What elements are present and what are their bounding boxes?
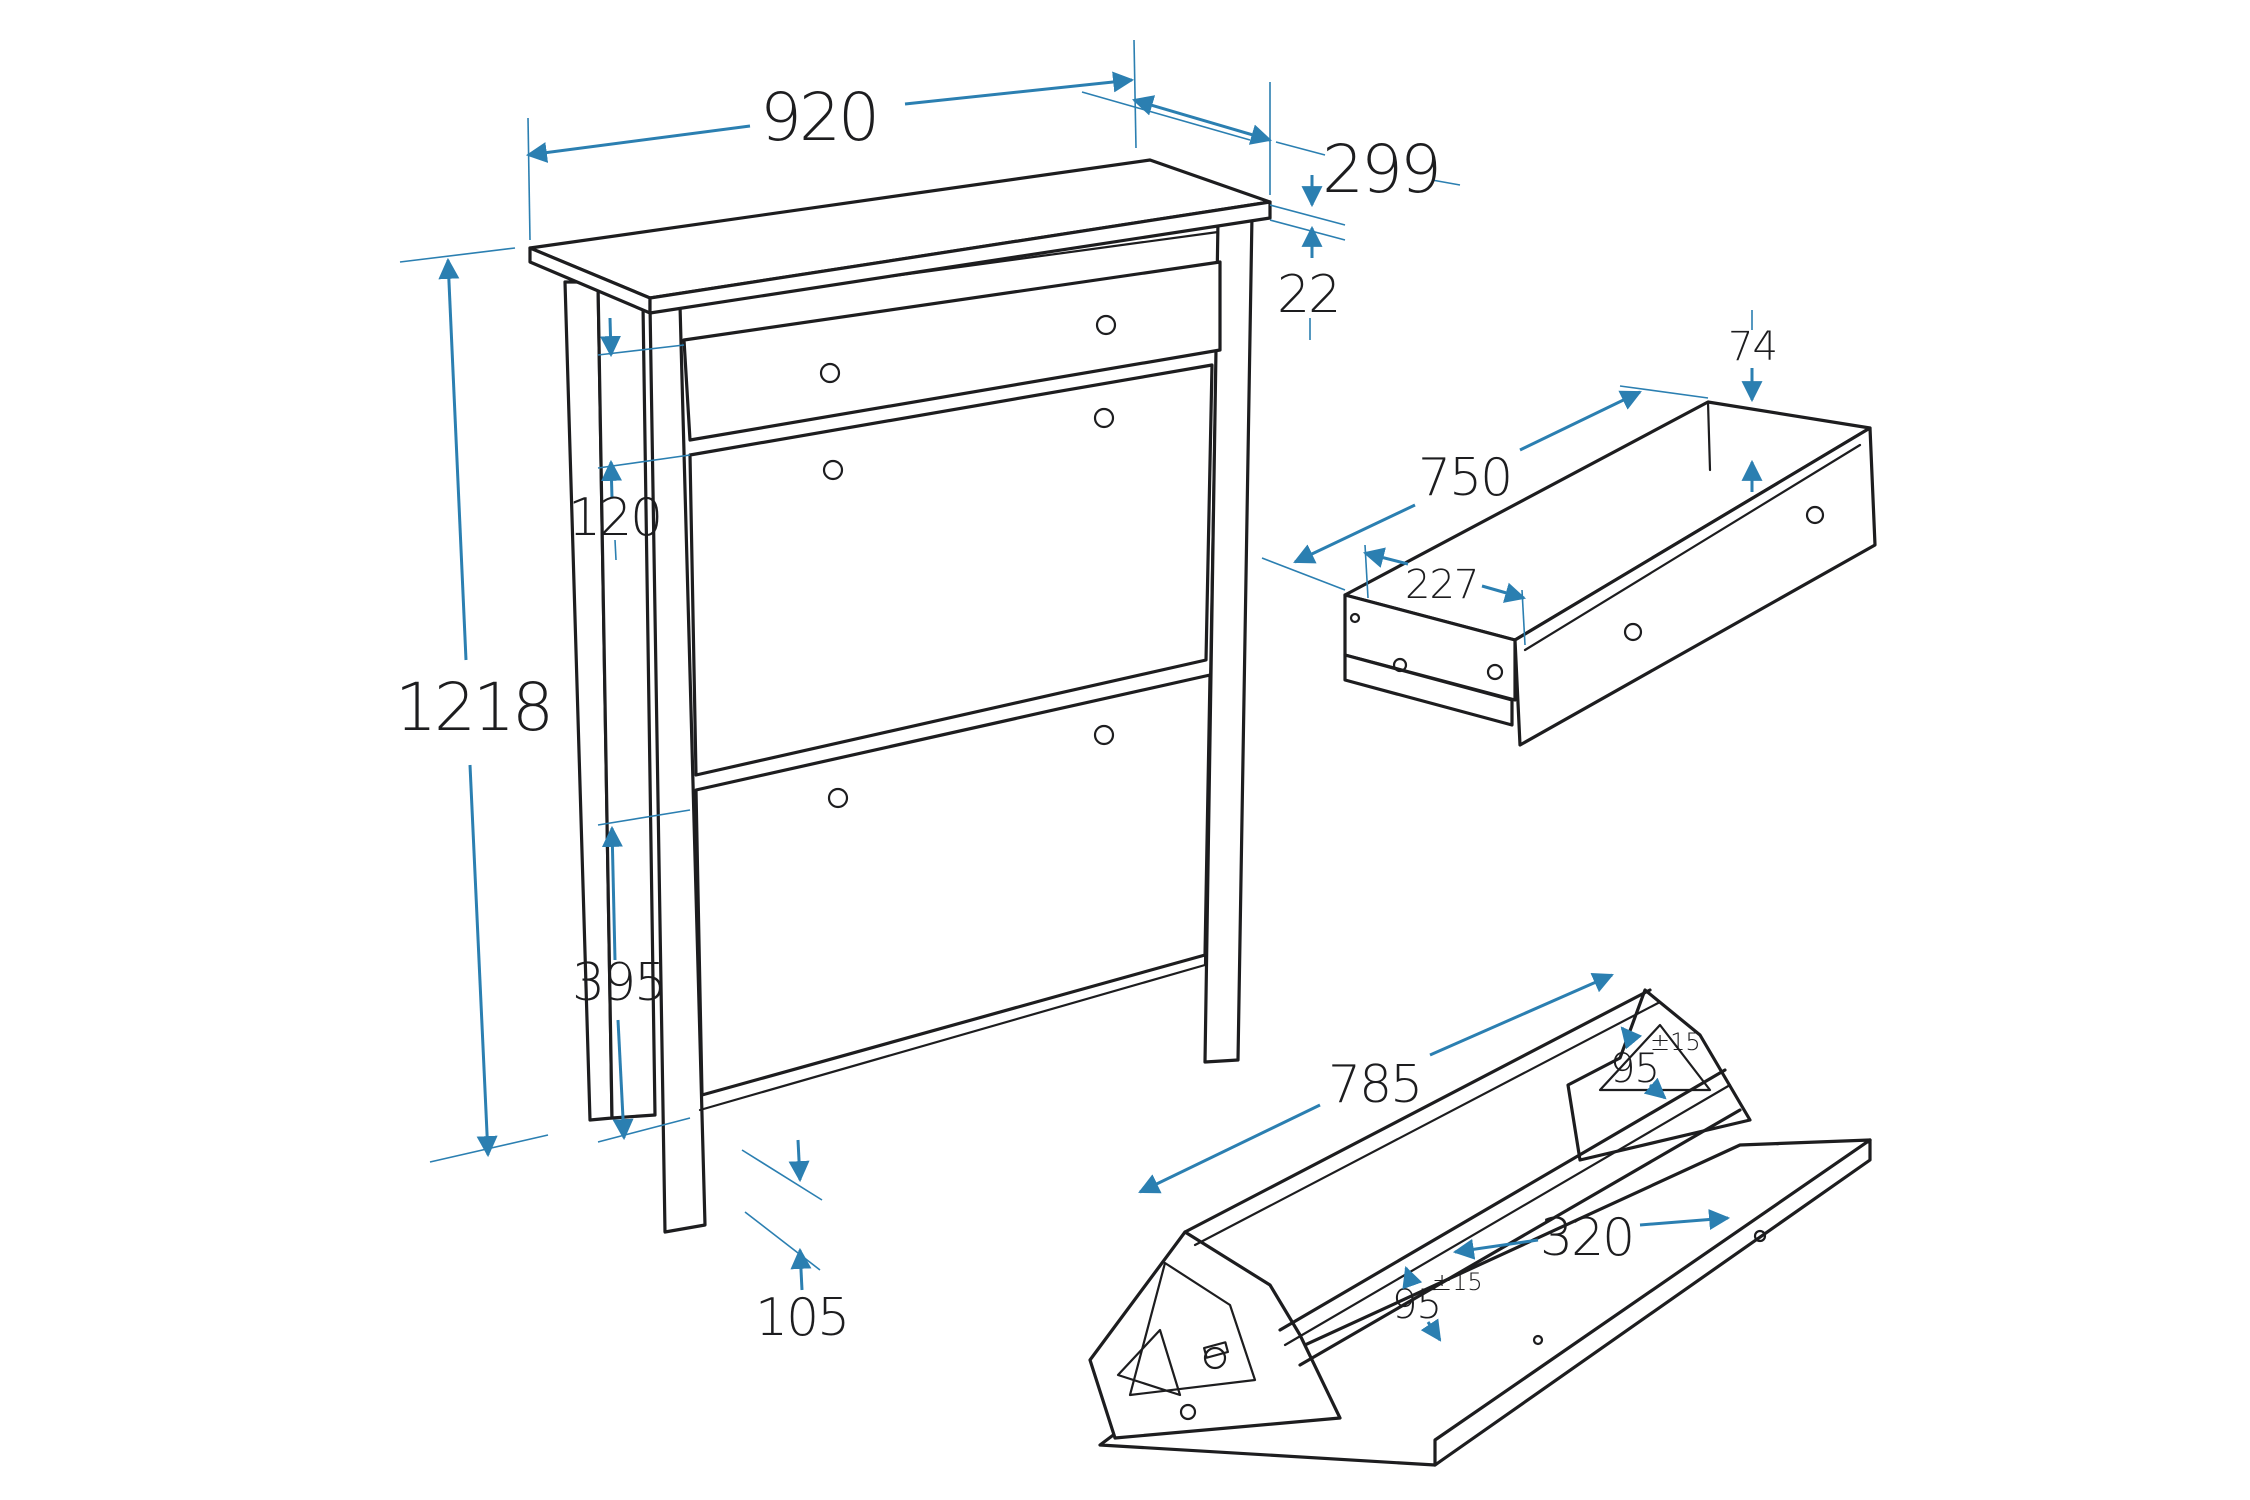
rack-top-rail xyxy=(1183,988,1652,1234)
dim-rack-angle-bottom-tol: ±15 xyxy=(1432,1268,1483,1296)
drawer-knob-left xyxy=(819,362,841,384)
dim-cabinet-width: 920 xyxy=(760,79,877,156)
dim-drawer-front-height: 120 xyxy=(568,488,661,548)
dim-leg-height: 105 xyxy=(755,1288,848,1348)
cabinet-lower-flap xyxy=(694,673,1212,1097)
dim-rack-depth: 320 xyxy=(1540,1208,1633,1268)
cabinet-upper-flap xyxy=(688,363,1214,777)
drawer-side xyxy=(1343,593,1517,702)
dim-drawer-length: 750 xyxy=(1418,448,1511,508)
upper-flap-knob-right xyxy=(1093,407,1115,429)
cabinet-dimensions: 920 299 22 1218 120 395 xyxy=(395,39,1461,1348)
drawer-runner xyxy=(1343,653,1514,727)
dim-drawer-inner-width: 227 xyxy=(1405,562,1478,608)
drawer-front xyxy=(1513,426,1877,747)
upper-flap-knob-left xyxy=(822,459,844,481)
shoe-cabinet xyxy=(528,158,1272,1234)
dim-cabinet-height: 1218 xyxy=(395,669,551,746)
dim-rack-angle-top-tol: ±15 xyxy=(1650,1028,1701,1056)
dim-top-thickness: 22 xyxy=(1277,265,1339,325)
lower-flap-knob-right xyxy=(1093,724,1115,746)
drawer-knob-a xyxy=(1805,505,1825,525)
dim-cabinet-depth: 299 xyxy=(1322,131,1439,208)
dim-flap-height: 395 xyxy=(572,953,665,1013)
dim-rack-length: 785 xyxy=(1328,1055,1421,1115)
drawer-detail xyxy=(1343,400,1877,747)
drawer-dimensions: 750 74 227 xyxy=(1261,310,1778,646)
drawer-knob-right xyxy=(1095,314,1117,336)
rack-middle-rail xyxy=(1278,1068,1727,1332)
drawer-knob-b xyxy=(1623,622,1643,642)
rack-end-bracket-right xyxy=(1566,988,1752,1162)
cabinet-drawer-front xyxy=(682,260,1222,442)
lower-flap-knob-left xyxy=(827,787,849,809)
rack-dimensions: 785 95 ±15 320 95 ±15 xyxy=(1138,972,1731,1342)
dim-drawer-depth: 74 xyxy=(1728,324,1777,370)
